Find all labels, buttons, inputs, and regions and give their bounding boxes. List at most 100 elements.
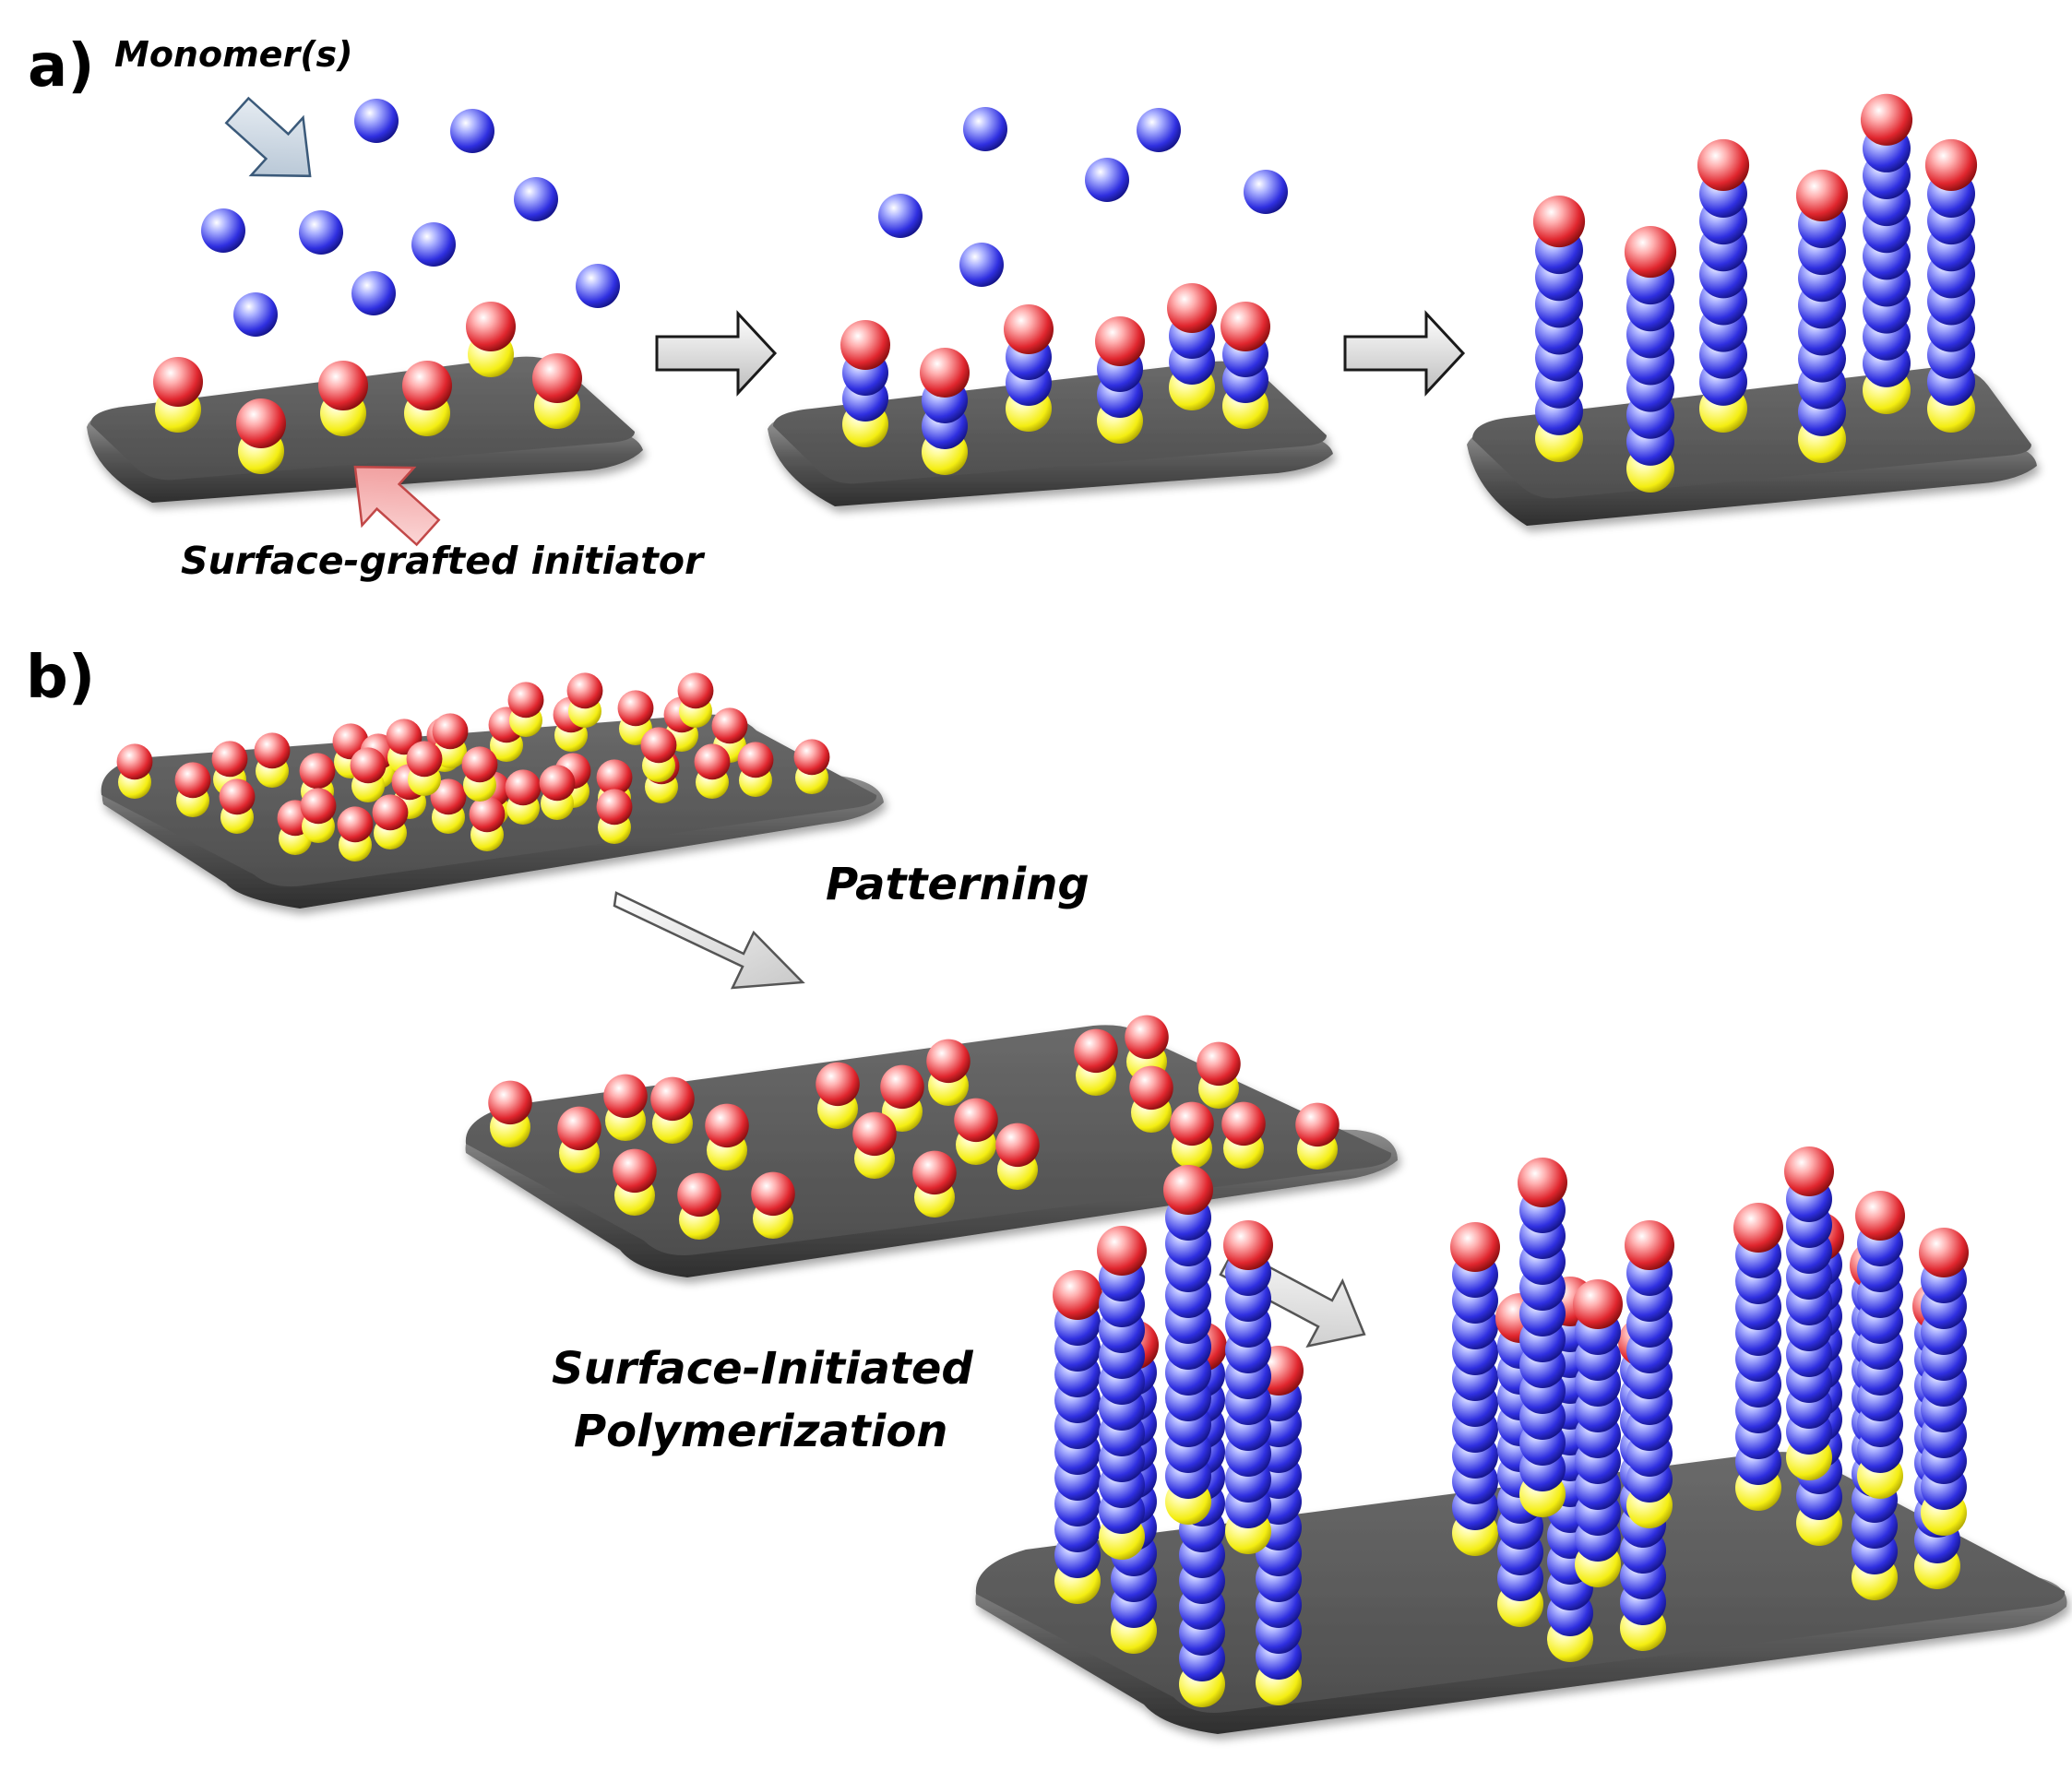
initiator-sphere <box>1924 138 1978 191</box>
initiator-sphere <box>920 348 970 398</box>
grafted-chain <box>920 348 970 475</box>
grafted-chain <box>603 1074 648 1141</box>
grafted-chain <box>1855 1191 1905 1499</box>
initiator-sphere <box>1221 302 1270 351</box>
grafted-chain <box>1860 93 1913 414</box>
panel-b-label: b) <box>26 644 96 712</box>
initiator-sphere <box>650 1076 695 1122</box>
panel-a-label: a) <box>28 32 95 101</box>
initiator-sphere <box>1733 1203 1783 1253</box>
initiator-sphere <box>596 759 633 796</box>
grafted-chain <box>1053 1270 1102 1604</box>
grafted-chain <box>954 1098 998 1165</box>
grafted-chain <box>926 1039 971 1106</box>
initiator-sphere <box>318 361 368 410</box>
monomer-sphere <box>450 109 494 153</box>
grafted-chain <box>840 320 890 447</box>
grafted-chain <box>1573 1279 1623 1587</box>
grafted-chain <box>337 806 374 861</box>
grafted-chain <box>1919 1228 1969 1536</box>
initiator-sphere <box>852 1111 897 1157</box>
initiator-sphere <box>1450 1222 1500 1272</box>
monomer-sphere <box>514 177 558 221</box>
monomer-pointer-arrow <box>224 96 312 178</box>
monomer-sphere <box>1137 108 1181 152</box>
grafted-chain <box>402 361 452 436</box>
initiator-sphere <box>1163 1165 1213 1215</box>
monomer-sphere <box>963 107 1007 151</box>
grafted-chain <box>507 682 544 737</box>
initiator-sphere <box>402 361 452 410</box>
patterning-arrow <box>613 891 805 990</box>
initiator-sphere <box>1097 1226 1147 1276</box>
molecules-a <box>153 93 1978 493</box>
monomer-sphere <box>201 208 245 253</box>
grafted-chain <box>557 1106 601 1173</box>
panel-b <box>101 672 2067 1734</box>
grafted-chain <box>174 762 211 817</box>
grafted-chain <box>1295 1102 1340 1170</box>
initiator-sphere <box>1919 1228 1969 1277</box>
panel-a <box>87 93 2037 547</box>
grafted-chain <box>469 796 506 851</box>
initiator-sphere <box>954 1098 998 1143</box>
initiator-sphere <box>840 320 890 370</box>
initiator-sphere <box>1221 1101 1266 1146</box>
initiator-sphere <box>677 672 714 709</box>
monomer-sphere <box>299 210 343 255</box>
initiator-sphere <box>1795 169 1849 221</box>
monomer-sphere <box>354 99 399 143</box>
initiator-sphere <box>1697 138 1750 191</box>
initiator-sphere <box>1518 1158 1567 1207</box>
monomer-sphere <box>576 264 620 308</box>
initiator-sphere <box>116 743 153 780</box>
grafted-chain <box>694 743 731 799</box>
grafted-chain <box>1004 304 1054 432</box>
initiator-sphere <box>1784 1146 1834 1196</box>
polymerization-label-line1: Surface-Initiated <box>552 1343 973 1395</box>
initiator-sphere <box>1625 1220 1674 1270</box>
initiator-sphere <box>469 796 506 833</box>
grafted-chain <box>461 746 498 802</box>
initiator-sphere <box>617 690 654 727</box>
grafted-chain <box>372 794 409 849</box>
initiator-sphere <box>466 302 516 351</box>
grafted-chain <box>1167 283 1217 410</box>
initiator-sphere <box>995 1123 1040 1168</box>
grafted-chain <box>254 732 291 788</box>
grafted-chain <box>539 765 576 820</box>
grafted-chain <box>318 361 368 436</box>
initiator-sphere <box>1855 1191 1905 1241</box>
grafted-chain <box>816 1062 860 1129</box>
grafted-chain <box>1784 1146 1834 1480</box>
patterning-label: Patterning <box>826 859 1090 910</box>
initiator-sphere <box>677 1172 721 1218</box>
grafted-chain <box>505 769 542 825</box>
grafted-chain <box>1795 169 1849 463</box>
grafted-chain <box>596 789 633 844</box>
initiator-sphere <box>1624 225 1677 279</box>
step-arrow-1 <box>655 310 778 397</box>
grafted-chain <box>650 1076 695 1144</box>
monomer-sphere <box>233 292 278 337</box>
initiator-sphere <box>880 1064 924 1110</box>
initiator-sphere <box>254 732 291 769</box>
grafted-chain <box>751 1171 795 1239</box>
initiator-label: Surface-grafted initiator <box>181 539 704 583</box>
grafted-chain <box>1625 1220 1674 1528</box>
monomer-sphere <box>959 243 1004 287</box>
step-arrow-2 <box>1343 310 1466 397</box>
grafted-chain <box>566 672 603 728</box>
initiator-sphere <box>430 778 467 815</box>
grafted-chain <box>532 353 582 429</box>
initiator-sphere <box>1197 1041 1241 1087</box>
grafted-chain <box>677 672 714 728</box>
initiator-sphere <box>507 682 544 719</box>
initiator-sphere <box>1532 195 1586 248</box>
grafted-chain <box>1697 138 1750 433</box>
monomer-sphere <box>351 271 396 315</box>
grafted-chain <box>1532 195 1586 462</box>
initiator-sphere <box>211 741 248 778</box>
initiator-sphere <box>461 746 498 783</box>
initiator-sphere <box>1125 1015 1169 1060</box>
